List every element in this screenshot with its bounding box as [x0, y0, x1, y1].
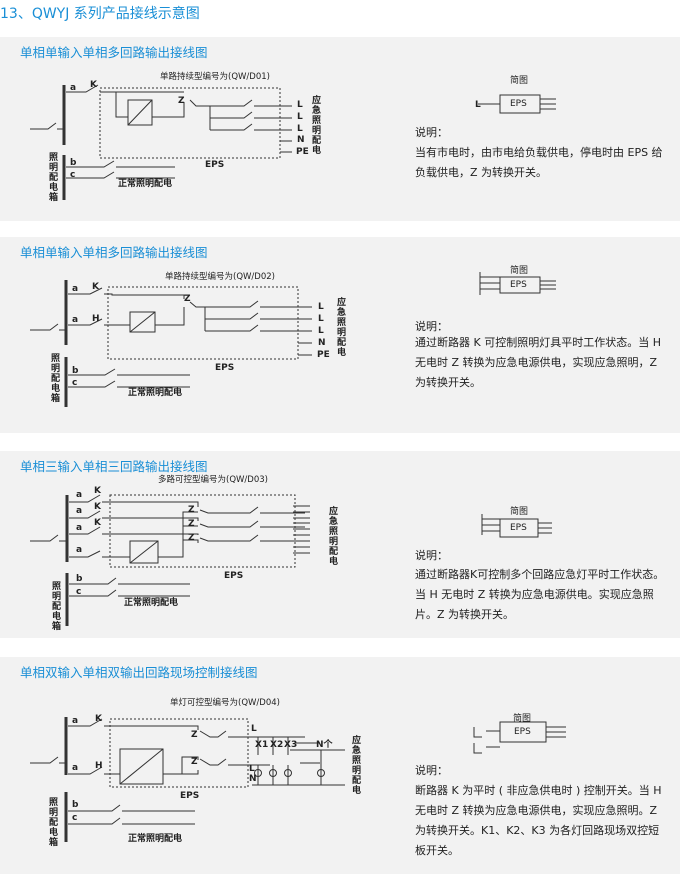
label-b: b [72, 366, 79, 376]
label-z: Z [188, 505, 195, 515]
explain-heading: 说明： [415, 549, 448, 562]
label-k: K [94, 486, 101, 496]
brief-title: 简图 [510, 507, 529, 517]
model-label: 单路持续型编号为(QW/D02) [165, 272, 275, 282]
panel-title: 单相三输入单相三回路输出接线图 [20, 459, 208, 474]
label-l: L [297, 100, 303, 110]
wiring-diagram [30, 494, 552, 626]
label-h: H [92, 314, 100, 324]
label-pe: PE [317, 350, 330, 360]
brief-eps: EPS [514, 727, 531, 737]
label-z: Z [178, 96, 185, 106]
panel-d04: 单相双输入单相双输出回路现场控制接线图 a K a H 单灯可控型编号为(QW/… [0, 657, 680, 874]
label-n: N [318, 338, 326, 348]
label-b: b [76, 574, 83, 584]
label-l: L [297, 124, 303, 134]
description: 通过断路器K可控制多个回路应急灯平时工作状态。当 H 无电时 Z 转换为应急电源… [415, 568, 665, 621]
description: 当有市电时，由市电给负载供电，停电时由 EPS 给负载供电，Z 为转换开关。 [415, 146, 663, 179]
page-title: 13、QWYJ 系列产品接线示意图 [0, 6, 200, 22]
brief-l: L [475, 100, 481, 110]
emergency-label: 应急照明配电 [310, 95, 320, 155]
distribution-box-label: 照明配电箱 [49, 353, 59, 403]
wiring-diagram [30, 717, 566, 842]
label-h: H [95, 761, 103, 771]
description: 断路器 K 为平时 ( 非应急供电时 ) 控制开关。当 H 无电时 Z 转换为应… [415, 784, 662, 857]
label-l: L [318, 302, 324, 312]
label-l: L [318, 326, 324, 336]
label-l: L [249, 764, 255, 774]
label-a: a [76, 490, 83, 500]
label-k: K [95, 714, 102, 724]
emergency-label: 应急照明配电 [350, 735, 360, 795]
normal-lighting-label: 正常照明配电 [118, 179, 173, 189]
emergency-label: 应急照明配电 [327, 506, 337, 566]
label-z: Z [184, 294, 191, 304]
eps-label: EPS [180, 791, 200, 801]
explain-heading: 说明： [415, 320, 448, 333]
label-b: b [70, 158, 77, 168]
label-k: K [92, 282, 99, 292]
brief-eps: EPS [510, 523, 527, 533]
panel-d02: 单相单输入单相多回路输出接线图 a K a H 单路持续型编号为(QW/D02)… [0, 237, 680, 433]
label-c: c [72, 378, 78, 388]
panel-d03: 单相三输入单相三回路输出接线图 a a a a K K K 多路可控型编号为(Q… [0, 451, 680, 638]
label-a: a [72, 763, 79, 773]
brief-title: 简图 [513, 714, 532, 724]
label-n: N [297, 135, 305, 145]
brief-eps: EPS [510, 99, 527, 109]
label-a: a [76, 523, 83, 533]
label-n-arrow: N个 [316, 740, 333, 750]
distribution-box-label: 照明配电箱 [50, 581, 60, 631]
normal-lighting-label: 正常照明配电 [128, 834, 183, 844]
normal-lighting-label: 正常照明配电 [124, 598, 179, 608]
brief-title: 简图 [510, 76, 529, 86]
eps-label: EPS [224, 571, 244, 581]
label-a: a [72, 315, 79, 325]
label-a: a [76, 506, 83, 516]
label-z: Z [191, 757, 198, 767]
distribution-box-label: 照明配电箱 [47, 152, 57, 202]
label-a: a [70, 83, 77, 93]
label-a: a [72, 716, 79, 726]
description: 通过断路器 K 可控制照明灯具平时工作状态。当 H 无电时 Z 转换为应急电源供… [415, 336, 661, 389]
label-l: L [318, 314, 324, 324]
label-pe: PE [296, 147, 309, 157]
label-c: c [70, 170, 76, 180]
label-k: K [94, 502, 101, 512]
distribution-box-label: 照明配电箱 [47, 797, 57, 847]
label-c: c [76, 587, 82, 597]
label-x2: X2 [270, 740, 284, 750]
wiring-diagram [30, 272, 556, 407]
label-z: Z [188, 519, 195, 529]
panel-title: 单相单输入单相多回路输出接线图 [20, 45, 208, 60]
normal-lighting-label: 正常照明配电 [128, 388, 183, 398]
brief-eps: EPS [510, 280, 527, 290]
model-label: 多路可控型编号为(QW/D03) [158, 475, 268, 485]
brief-title: 简图 [510, 266, 529, 276]
model-label: 单灯可控型编号为(QW/D04) [170, 698, 280, 708]
eps-label: EPS [205, 160, 225, 170]
wiring-diagram [30, 84, 556, 200]
panel-d01: 单相单输入单相多回路输出接线图 a K 单路持续型编号为(QW/D01) Z L… [0, 37, 680, 221]
explain-heading: 说明： [415, 764, 448, 777]
label-x3: X3 [284, 740, 298, 750]
label-z: Z [188, 533, 195, 543]
label-k: K [90, 80, 97, 90]
label-b: b [72, 800, 79, 810]
panel-title: 单相单输入单相多回路输出接线图 [20, 245, 208, 260]
label-n: N [249, 774, 257, 784]
label-k: K [94, 518, 101, 528]
label-a: a [76, 545, 83, 555]
label-z: Z [191, 730, 198, 740]
explain-heading: 说明： [415, 126, 448, 139]
label-a: a [72, 284, 79, 294]
label-l: L [251, 724, 257, 734]
emergency-label: 应急照明配电 [335, 297, 345, 357]
model-label: 单路持续型编号为(QW/D01) [160, 72, 270, 82]
eps-label: EPS [215, 363, 235, 373]
label-c: c [72, 813, 78, 823]
label-l: L [297, 112, 303, 122]
panel-title: 单相双输入单相双输出回路现场控制接线图 [20, 665, 258, 680]
label-x1: X1 [255, 740, 269, 750]
